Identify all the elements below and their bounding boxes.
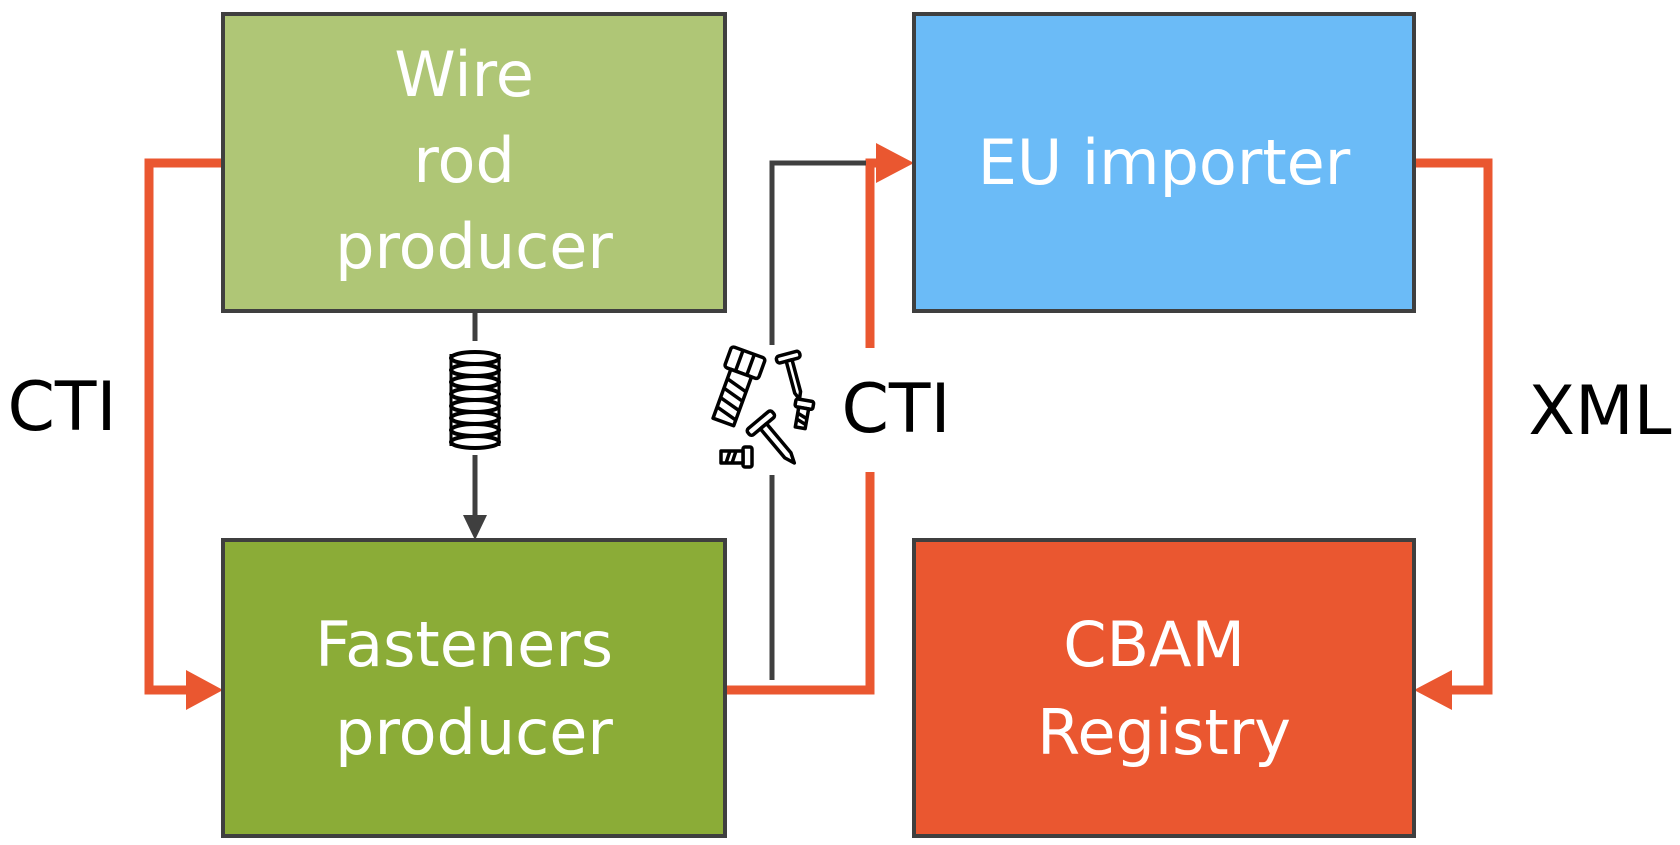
arrowhead-to-cbam [1414, 670, 1452, 710]
bolts-screws-nails-icon [711, 345, 816, 469]
node-wire-rod-producer: Wire rod producer [221, 12, 727, 313]
node-fasteners-producer: Fasteners producer [221, 538, 727, 838]
material-arrowhead [463, 515, 487, 540]
wire-rod-producer-label: Wire rod producer [335, 38, 613, 283]
coil-spring-icon [449, 350, 501, 450]
node-eu-importer: EU importer [912, 12, 1416, 313]
cbam-registry-box [912, 538, 1416, 838]
cbam-registry-label: CBAM Registry [1037, 608, 1291, 769]
xml-arrow-right [1414, 158, 1493, 695]
data-flow-arrowheads [186, 143, 1452, 710]
fasteners-producer-label: Fasteners producer [315, 608, 633, 769]
arrowhead-to-fasteners [186, 670, 223, 710]
cti-arrow-left [144, 158, 223, 695]
arrowhead-to-eu-importer [876, 143, 914, 183]
cti-label-gap [860, 348, 884, 472]
wire-rod-producer-box [221, 12, 727, 313]
material-flow-connectors [472, 160, 866, 680]
node-cbam-registry: CBAM Registry [912, 538, 1416, 838]
xml-label-right: XML [1528, 372, 1671, 451]
eu-importer-label: EU importer [978, 126, 1351, 199]
fasteners-producer-box [221, 538, 727, 838]
cti-label-left: CTI [7, 368, 116, 447]
cti-label-middle: CTI [841, 370, 950, 449]
eu-importer-box [912, 12, 1416, 313]
fasteners-to-importer-line-upper [769, 160, 866, 345]
